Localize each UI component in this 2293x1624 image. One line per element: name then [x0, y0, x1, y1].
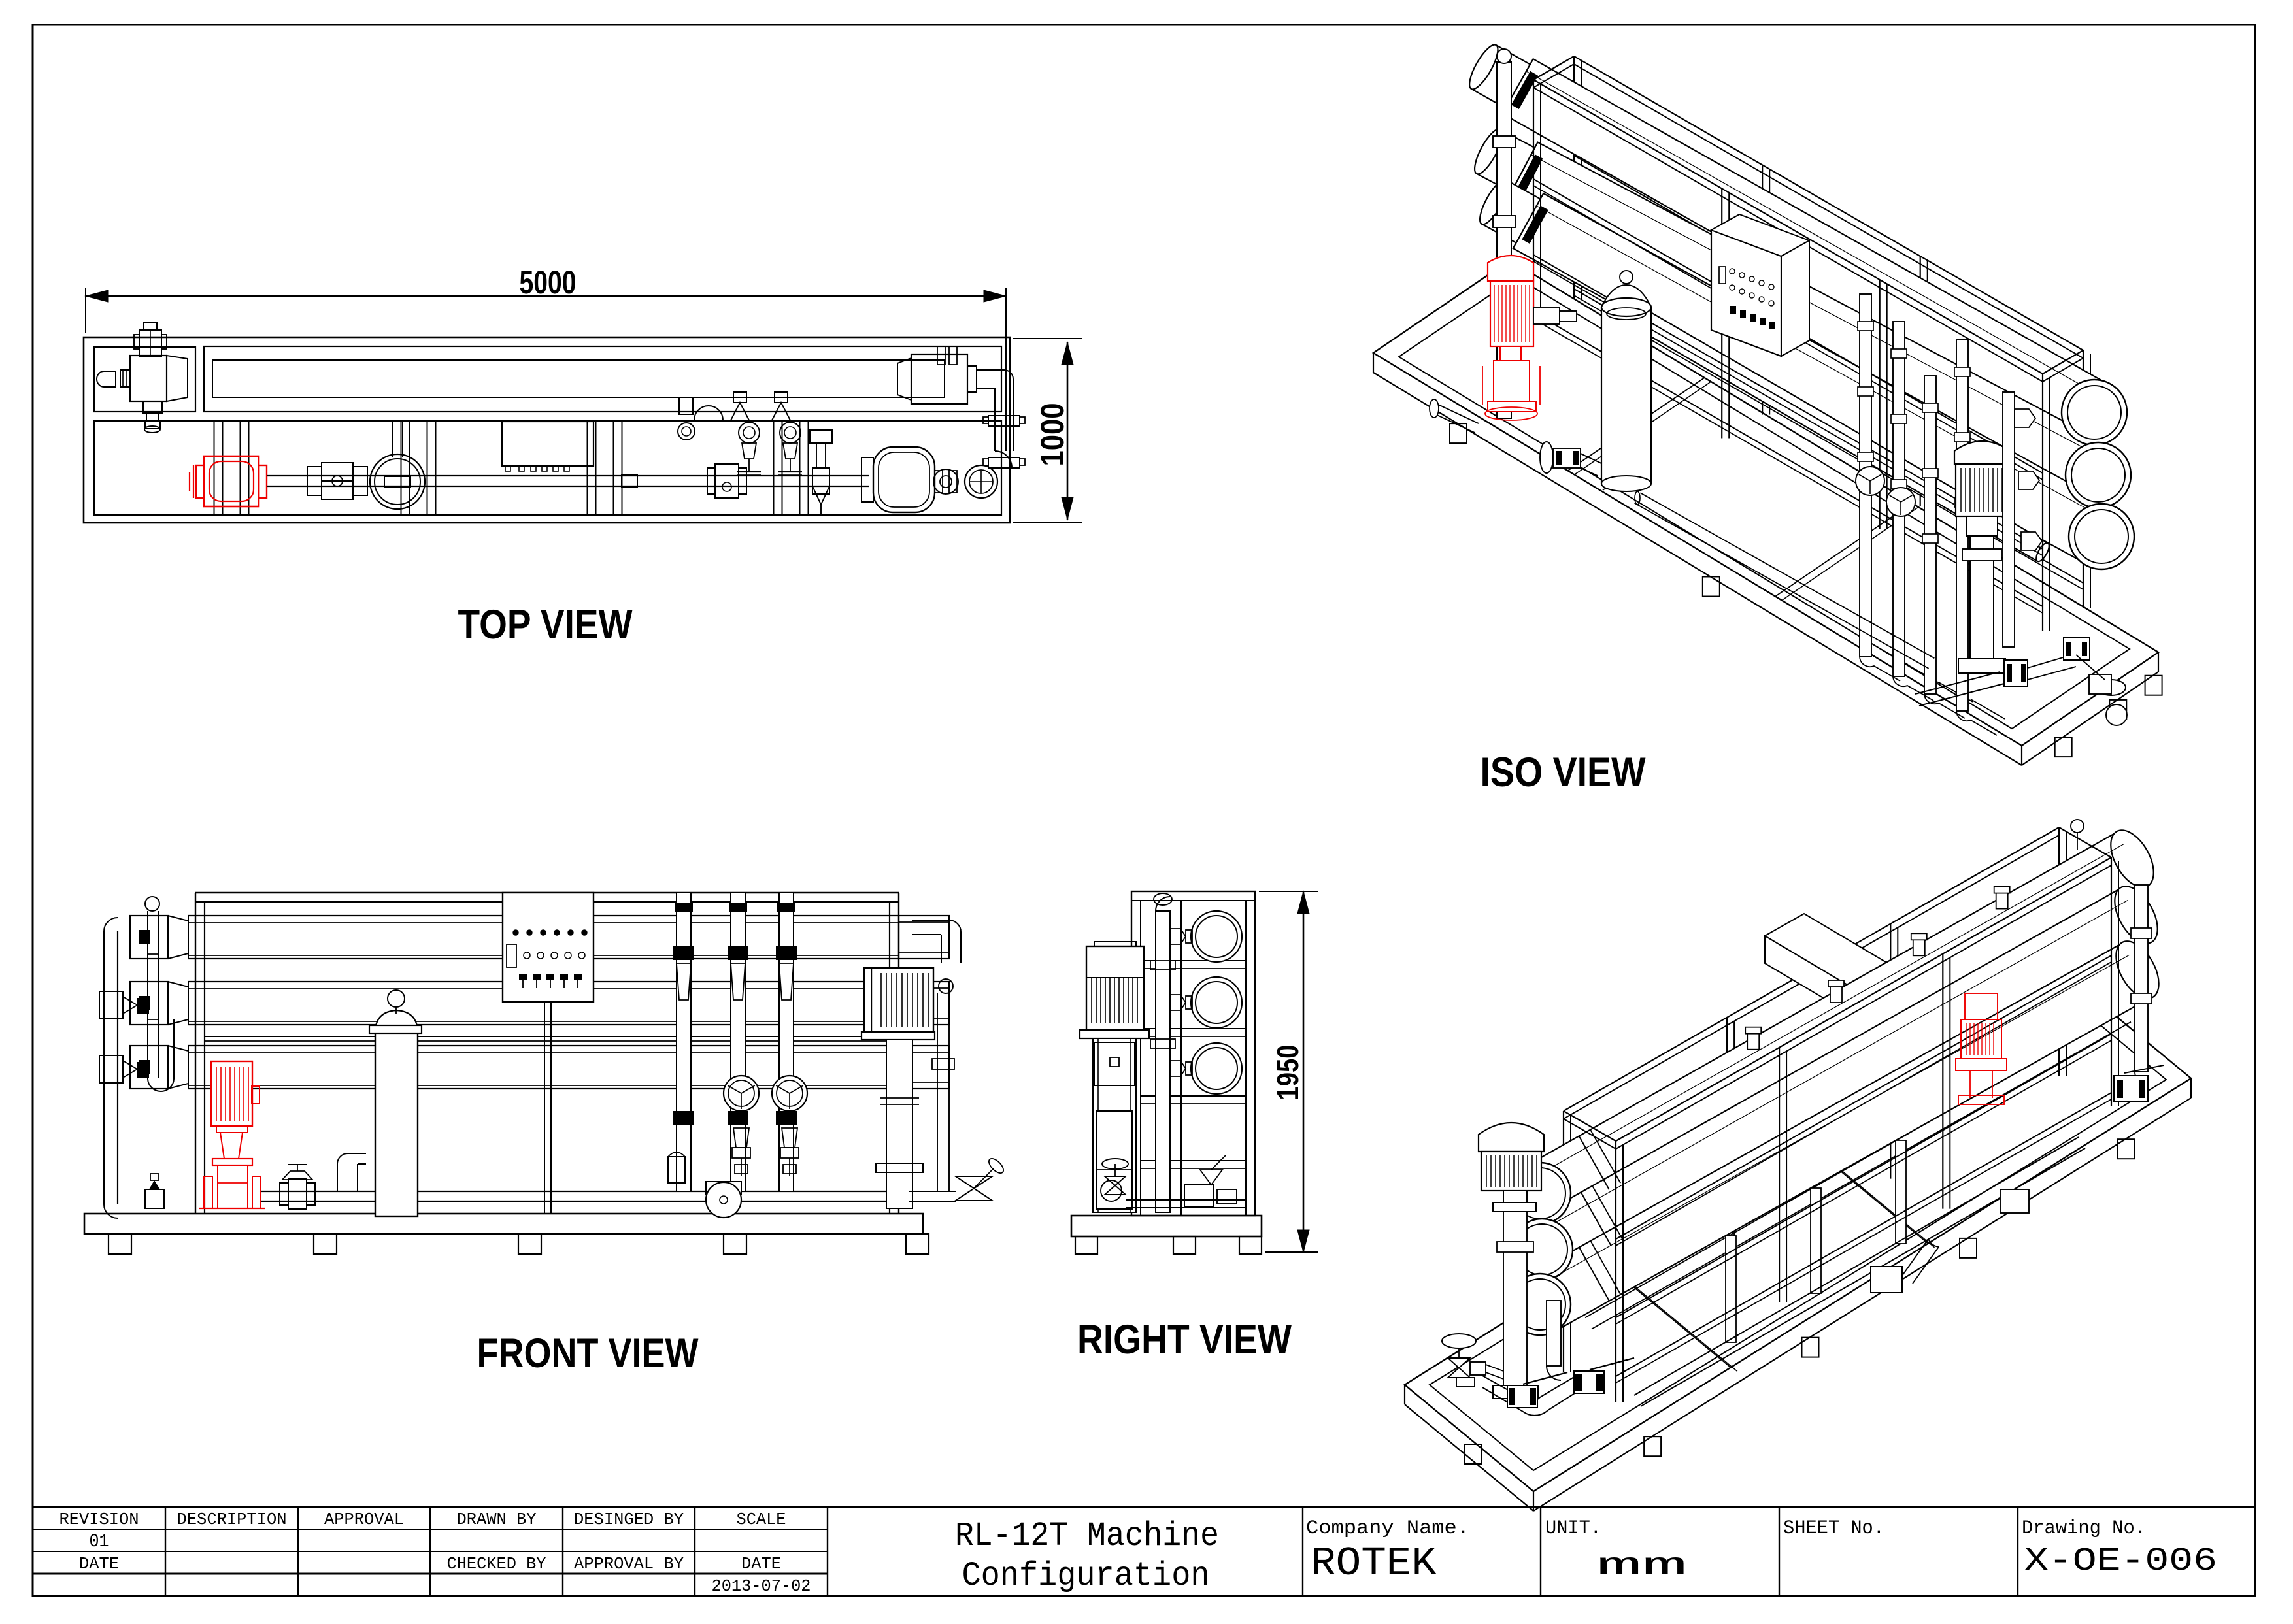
svg-text:Configuration: Configuration: [962, 1557, 1210, 1595]
svg-text:mm: mm: [1597, 1549, 1688, 1584]
svg-text:ROTEK: ROTEK: [1311, 1540, 1437, 1587]
svg-text:FRONT VIEW: FRONT VIEW: [477, 1331, 699, 1376]
svg-text:REVISION: REVISION: [59, 1510, 139, 1529]
svg-text:DESCRIPTION: DESCRIPTION: [177, 1510, 287, 1529]
svg-text:DESINGED BY: DESINGED BY: [574, 1510, 684, 1529]
svg-text:TOP VIEW: TOP VIEW: [458, 602, 633, 648]
svg-text:SCALE: SCALE: [737, 1510, 786, 1529]
svg-text:DATE: DATE: [741, 1554, 781, 1574]
svg-text:DRAWN BY: DRAWN BY: [457, 1510, 537, 1529]
svg-text:01: 01: [90, 1532, 109, 1552]
svg-text:APPROVAL: APPROVAL: [324, 1510, 404, 1529]
svg-text:APPROVAL BY: APPROVAL BY: [574, 1554, 684, 1574]
svg-text:RIGHT VIEW: RIGHT VIEW: [1077, 1317, 1292, 1363]
svg-text:CHECKED BY: CHECKED BY: [447, 1554, 546, 1574]
svg-text:1950: 1950: [1271, 1045, 1305, 1101]
svg-text:ISO VIEW: ISO VIEW: [1481, 750, 1646, 795]
svg-text:1000: 1000: [1034, 403, 1071, 467]
svg-text:RL-12T Machine: RL-12T Machine: [955, 1517, 1219, 1555]
svg-text:SHEET No.: SHEET No.: [1783, 1517, 1884, 1540]
svg-text:5000: 5000: [520, 264, 577, 301]
svg-text:UNIT.: UNIT.: [1545, 1517, 1601, 1540]
svg-text:Company Name.: Company Name.: [1306, 1517, 1469, 1540]
svg-text:DATE: DATE: [79, 1554, 119, 1574]
svg-text:Drawing No.: Drawing No.: [2022, 1517, 2146, 1540]
svg-text:2013-07-02: 2013-07-02: [712, 1576, 811, 1596]
svg-text:X-OE-006: X-OE-006: [2024, 1543, 2217, 1580]
